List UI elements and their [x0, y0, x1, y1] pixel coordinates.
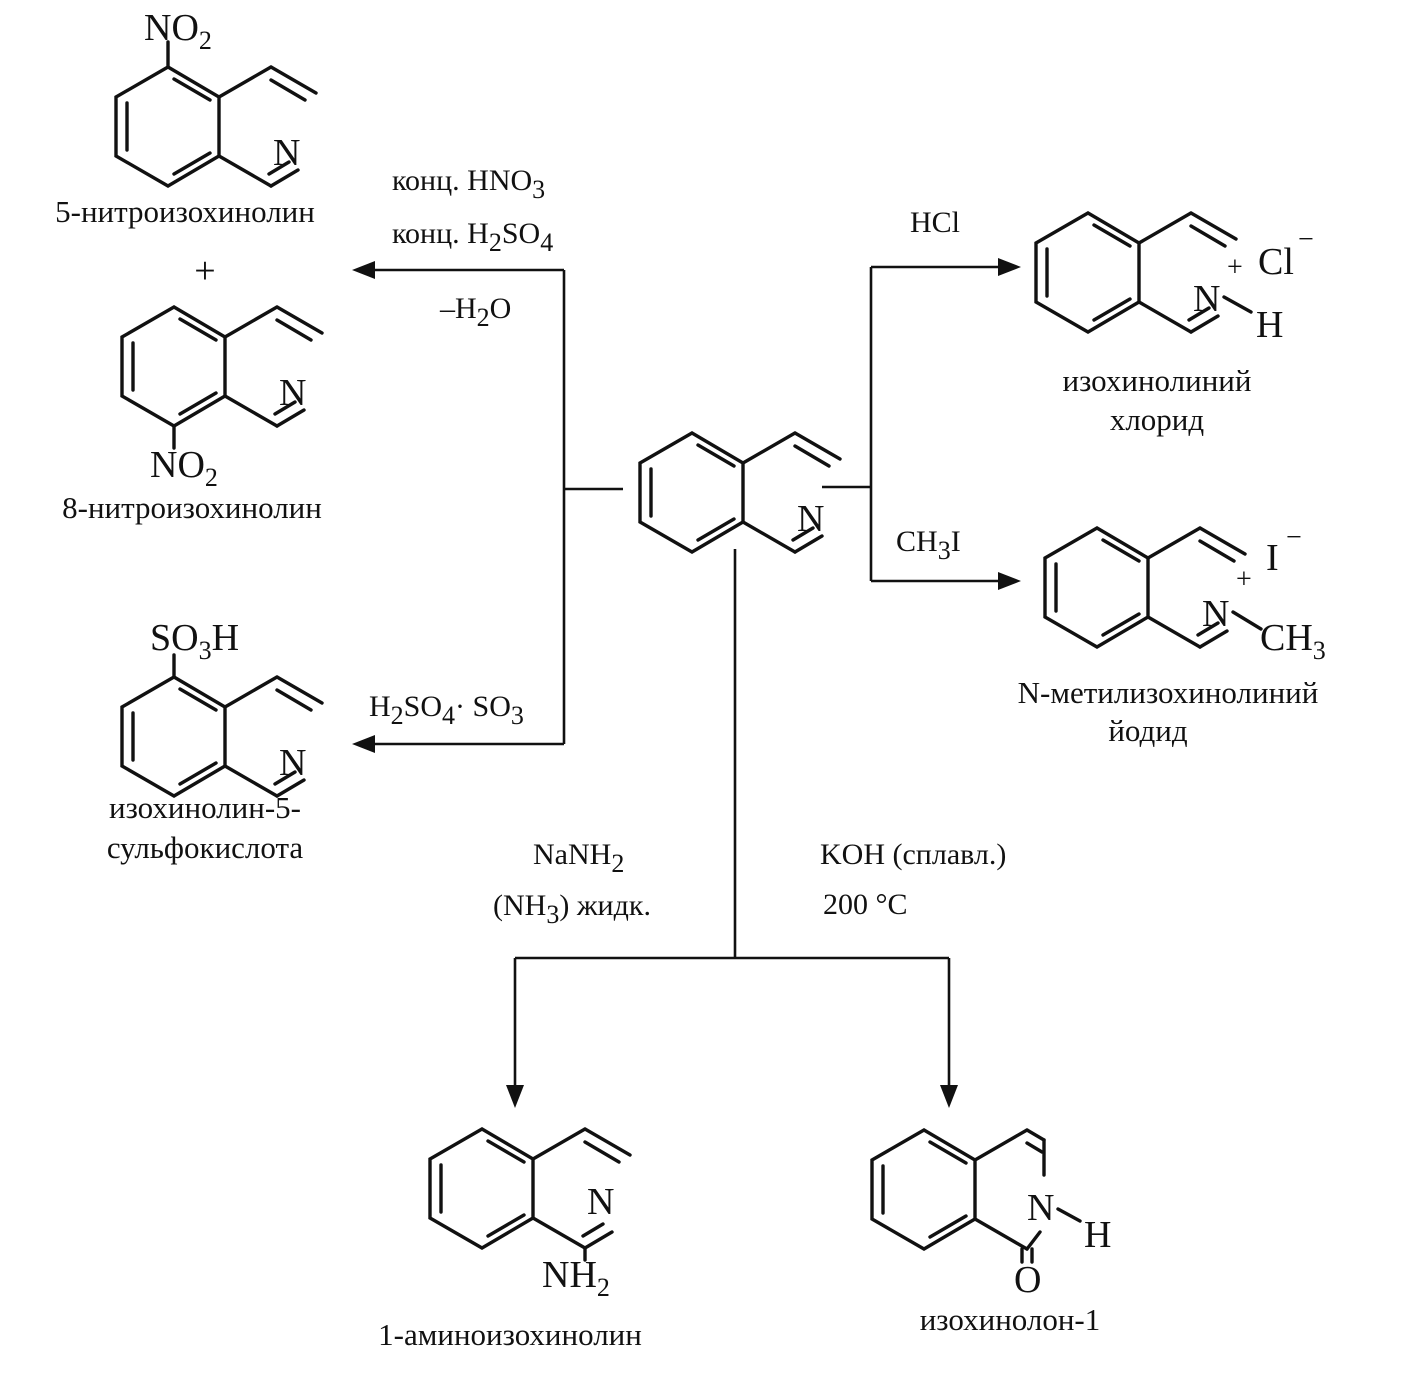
reagents-amination: NaNH2 (NH3) жидк. [493, 838, 651, 929]
arrow-to-nitration-products [352, 261, 375, 279]
plus-sign: + [194, 250, 215, 292]
sulfo-group-label: SO3H [150, 617, 239, 665]
negative-charge: − [1286, 522, 1302, 553]
hydrogen-atom-label: H [1084, 1214, 1111, 1256]
isoquinoline-center: N [638, 431, 842, 554]
nitrogen-atom-label: N [279, 742, 306, 784]
product-isoquinolinium-chloride: N + H Cl − изохинолиний хлорид [1034, 211, 1314, 437]
hydrogen-atom-label: H [1256, 304, 1283, 346]
reagent-oleum: H2SO4· SO3 [369, 690, 524, 730]
nitrogen-atom-label: N [797, 498, 824, 540]
product-name-line-1: изохинолиний [1063, 363, 1252, 398]
nitrogen-atom-label: N [273, 132, 300, 174]
reagents-nitration: конц. HNO3 конц. H2SO4 –H2O [392, 164, 553, 332]
product-name-8-nitroisoquinoline: 8-нитроизохинолин [62, 490, 322, 525]
arrow-to-isoquinolone-1 [940, 1085, 958, 1108]
methyl-group-label: CH3 [1260, 617, 1326, 665]
negative-charge: − [1298, 224, 1314, 255]
arrow-to-isoquinolinium-chloride [998, 258, 1021, 276]
product-isoquinolone-1: N H O изохинолон-1 [870, 1128, 1111, 1337]
chloride-anion-label: Cl [1258, 241, 1294, 283]
nitro-group-label: NO2 [144, 7, 212, 55]
product-5-nitroisoquinoline: N NO2 5-нитроизохинолин [55, 7, 318, 229]
product-8-nitroisoquinoline: N NO2 8-нитроизохинолин [62, 305, 324, 525]
reagent-sulfuric-acid: конц. H2SO4 [392, 217, 553, 257]
arrow-to-sulfonic-acid [352, 735, 375, 753]
product-name-isoquinolone-1: изохинолон-1 [920, 1302, 1101, 1337]
reagent-koh-melt: KOH (сплавл.) [820, 838, 1006, 871]
iodide-anion-label: I [1266, 537, 1279, 579]
nitrogen-atom-label: N [1202, 593, 1229, 635]
reagent-temperature: 200 °C [823, 888, 908, 921]
product-name-line-2: сульфокислота [107, 830, 304, 865]
oxygen-atom-label: O [1014, 1259, 1041, 1301]
product-1-aminoisoquinoline: N NH2 1-аминоизохинолин [378, 1127, 642, 1352]
reagent-liquid-ammonia: (NH3) жидк. [493, 889, 651, 929]
product-name-line-2: хлорид [1110, 402, 1205, 437]
reagent-minus-water: –H2O [439, 292, 511, 332]
nitrogen-atom-label: N [1193, 278, 1220, 320]
product-name-line-1: N-метилизохинолиний [1018, 675, 1319, 710]
amino-group-label: NH2 [542, 1254, 610, 1302]
reagents-hydroxylation: KOH (сплавл.) 200 °C [820, 838, 1006, 921]
arrow-to-1-aminoisoquinoline [506, 1085, 524, 1108]
nitrogen-atom-label: N [279, 372, 306, 414]
nitrogen-atom-label: N [587, 1181, 614, 1223]
product-name-line-2: йодид [1108, 713, 1188, 748]
product-n-methylisoquinolinium-iodide: N + CH3 I − N-метилизохинолиний йодид [1018, 522, 1326, 748]
reagent-sodium-amide: NaNH2 [533, 838, 624, 878]
reaction-connectors [352, 258, 1021, 1108]
product-name-line-1: изохинолин-5- [109, 790, 301, 825]
nitro-group-label: NO2 [150, 444, 218, 492]
reagent-hcl: HCl [910, 206, 960, 239]
positive-charge: + [1236, 564, 1252, 595]
arrow-to-methylisoquinolinium-iodide [998, 572, 1021, 590]
product-name-1-aminoisoquinoline: 1-аминоизохинолин [378, 1317, 642, 1352]
reagent-nitric-acid: конц. HNO3 [392, 164, 545, 204]
reagent-methyl-iodide: CH3I [896, 525, 961, 565]
nitrogen-atom-label: N [1027, 1187, 1054, 1229]
positive-charge: + [1227, 252, 1243, 283]
product-isoquinoline-5-sulfonic-acid: N SO3H изохинолин-5- сульфокислота [107, 617, 324, 865]
product-name-5-nitroisoquinoline: 5-нитроизохинолин [55, 194, 315, 229]
